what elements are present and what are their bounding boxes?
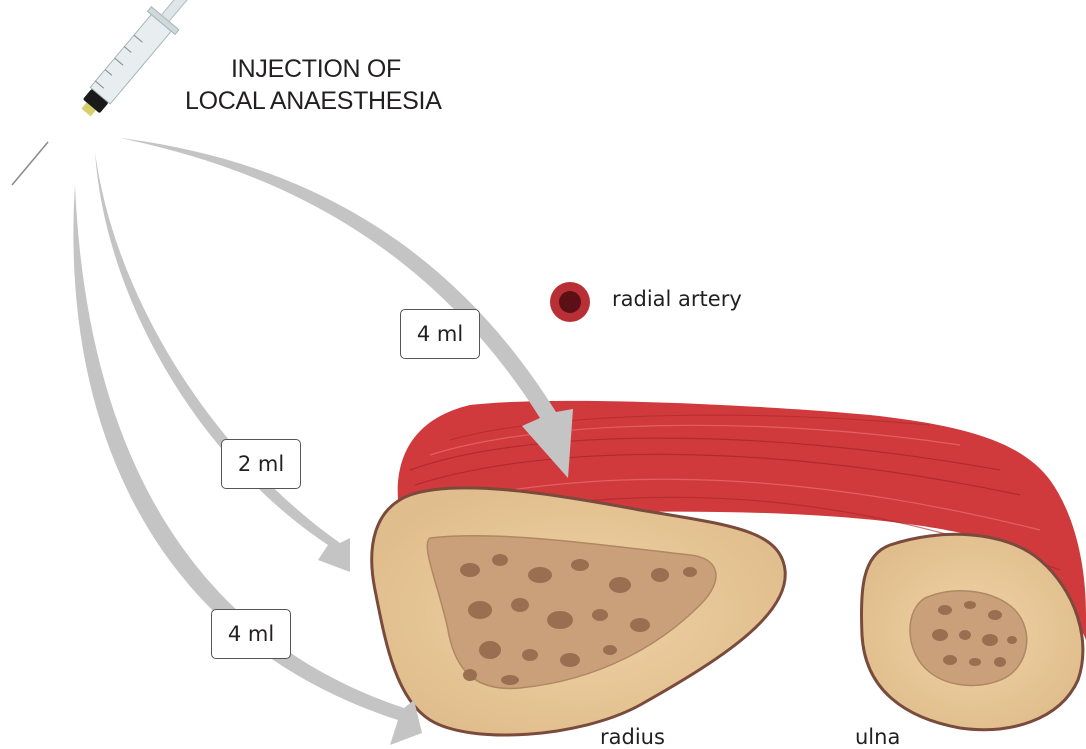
radial-artery-label: radial artery — [612, 287, 742, 311]
radius-label: radius — [600, 725, 665, 749]
title-line-1: INJECTION OF — [231, 54, 401, 84]
radius-bone — [372, 488, 786, 735]
volume-box-dorsal: 4 ml — [400, 309, 480, 359]
volume-box-volar: 4 ml — [211, 609, 291, 659]
title-line-2: LOCAL ANAESTHESIA — [185, 86, 442, 116]
arrow-radial — [95, 152, 350, 572]
syringe-icon — [12, 0, 208, 185]
radial-artery — [550, 282, 590, 322]
ulna-label: ulna — [855, 725, 900, 749]
volume-box-radial: 2 ml — [221, 439, 301, 489]
